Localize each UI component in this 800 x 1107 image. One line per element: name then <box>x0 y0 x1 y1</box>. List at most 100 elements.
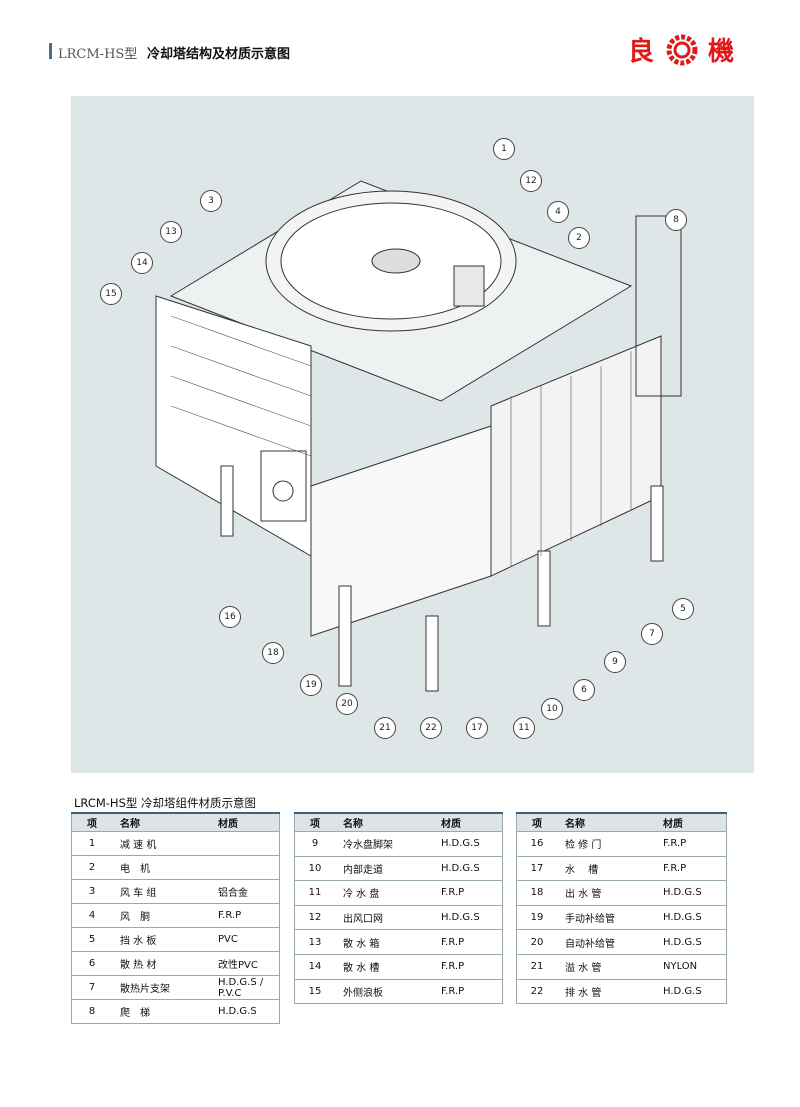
table-cell: 改性PVC <box>210 951 280 976</box>
table-cell: 冷 水 盘 <box>335 880 433 906</box>
callout-10: 10 <box>541 698 563 720</box>
table-cell: H.D.G.S <box>433 855 503 882</box>
table-cell: 电 机 <box>112 855 210 880</box>
brand-logo: 良 機 <box>628 34 734 66</box>
table-cell: F.R.P <box>433 953 503 980</box>
table-cell: H.D.G.S <box>655 978 727 1005</box>
header-model: LRCM-HS型 <box>58 47 138 62</box>
table-cell: H.D.G.S / P.V.C <box>210 975 280 1000</box>
callout-18: 18 <box>262 642 284 664</box>
table-header: 项名称材质 <box>71 812 280 832</box>
column-header: 名称 <box>335 812 433 832</box>
table-cell: 铝合金 <box>210 879 280 904</box>
callout-19: 19 <box>300 674 322 696</box>
callout-9: 9 <box>604 651 626 673</box>
table-cell: 9 <box>294 831 335 857</box>
table-cell: 21 <box>516 953 557 980</box>
callout-6: 6 <box>573 679 595 701</box>
table-cell: 出风口网 <box>335 904 433 931</box>
callout-1: 1 <box>493 138 515 160</box>
table-header: 项名称材质 <box>516 812 727 832</box>
callout-12: 12 <box>520 170 542 192</box>
callout-4: 4 <box>547 201 569 223</box>
column-header: 名称 <box>557 812 655 832</box>
table-cell: NYLON <box>655 953 727 980</box>
table-cell: F.R.P <box>655 831 727 857</box>
svg-text:機: 機 <box>708 37 734 66</box>
table-cell: 18 <box>516 880 557 906</box>
table-cell: 17 <box>516 855 557 882</box>
callout-21: 21 <box>374 717 396 739</box>
table-cell: 22 <box>516 978 557 1005</box>
table-cell: 6 <box>71 951 112 976</box>
callout-2: 2 <box>568 227 590 249</box>
table-cell: 10 <box>294 855 335 882</box>
table-cell: 20 <box>516 929 557 955</box>
table-cell: 15 <box>294 978 335 1005</box>
callout-5: 5 <box>672 598 694 620</box>
table-cell: 排 水 管 <box>557 978 655 1005</box>
table-cell: H.D.G.S <box>655 880 727 906</box>
table-cell: 散 热 材 <box>112 951 210 976</box>
table-cell: 7 <box>71 975 112 1000</box>
table-cell: PVC <box>210 927 280 952</box>
callout-15: 15 <box>100 283 122 305</box>
callout-20: 20 <box>336 693 358 715</box>
table-cell: 19 <box>516 904 557 931</box>
header-title: 冷却塔结构及材质示意图 <box>147 47 291 62</box>
table-cell: 13 <box>294 929 335 955</box>
callout-22: 22 <box>420 717 442 739</box>
table-cell: H.D.G.S <box>433 831 503 857</box>
table-cell: 风 车 组 <box>112 879 210 904</box>
column-header: 项 <box>71 812 112 832</box>
callout-7: 7 <box>641 623 663 645</box>
table-cell: 水 槽 <box>557 855 655 882</box>
table-cell: F.R.P <box>655 855 727 882</box>
column-header: 项 <box>294 812 335 832</box>
table-cell: 8 <box>71 999 112 1024</box>
callout-11: 11 <box>513 717 535 739</box>
table-cell: 冷水盘脚架 <box>335 831 433 857</box>
table-cell: 5 <box>71 927 112 952</box>
table-cell: 内部走道 <box>335 855 433 882</box>
table-cell: 4 <box>71 903 112 928</box>
callout-3: 3 <box>200 190 222 212</box>
table-cell: 散 水 槽 <box>335 953 433 980</box>
table-cell: F.R.P <box>210 903 280 928</box>
table-cell: 16 <box>516 831 557 857</box>
table-cell: 减 速 机 <box>112 831 210 856</box>
column-header: 材质 <box>433 812 503 832</box>
callout-16: 16 <box>219 606 241 628</box>
header-accent-bar <box>49 43 52 59</box>
table-cell: 手动补给管 <box>557 904 655 931</box>
callout-13: 13 <box>160 221 182 243</box>
table-cell: 出 水 管 <box>557 880 655 906</box>
table-cell: 风 胴 <box>112 903 210 928</box>
column-header: 材质 <box>655 812 727 832</box>
table-cell: H.D.G.S <box>433 904 503 931</box>
callout-17: 17 <box>466 717 488 739</box>
callout-14: 14 <box>131 252 153 274</box>
column-header: 材质 <box>210 812 280 832</box>
